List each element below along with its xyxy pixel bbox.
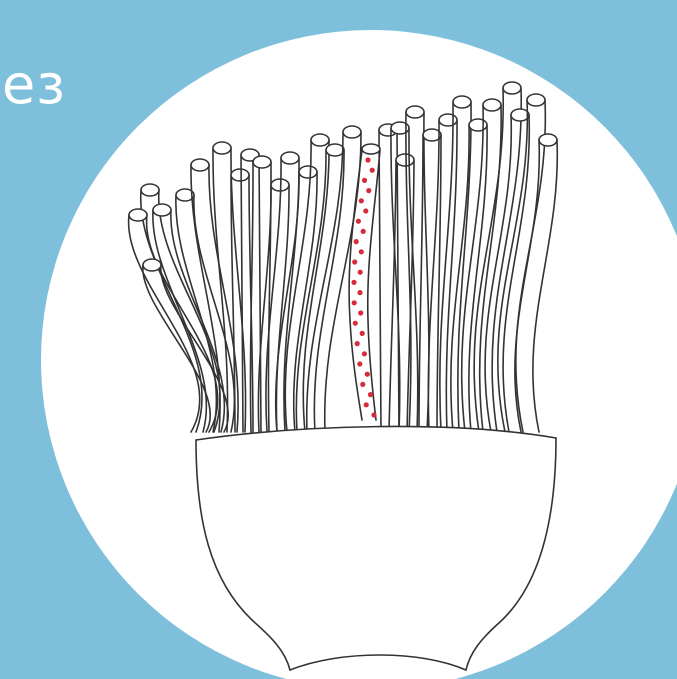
red-dot (359, 198, 364, 203)
bristle-tip (153, 204, 171, 216)
red-dot (370, 168, 375, 173)
bristle-tip (343, 126, 361, 138)
bristle-tip (539, 134, 557, 146)
red-dot (359, 249, 364, 254)
red-dot (358, 310, 363, 315)
bristle-tip (406, 106, 424, 118)
bristle-tip (396, 154, 414, 166)
red-dot (371, 412, 376, 417)
bristle-tip (439, 114, 457, 126)
red-dot (366, 188, 371, 193)
bristle-tip (503, 82, 521, 94)
red-dot (352, 300, 357, 305)
red-dot (356, 219, 361, 224)
red-dot (357, 290, 362, 295)
bristle-tip (527, 94, 545, 106)
red-dot (361, 229, 366, 234)
bristle-tip (143, 259, 161, 271)
red-dot (351, 280, 356, 285)
bristle-tip (299, 166, 317, 178)
bristle-tip (511, 109, 529, 121)
bristle-tip (453, 96, 471, 108)
red-dot (363, 208, 368, 213)
bristle-tip (191, 159, 209, 171)
bristle-tip (483, 99, 501, 111)
bristle-tip (326, 144, 344, 156)
red-dot (354, 239, 359, 244)
bristle-tip (281, 152, 299, 164)
bristle-tip (213, 142, 231, 154)
red-dot (362, 178, 367, 183)
red-dot (355, 341, 360, 346)
red-dot (362, 351, 367, 356)
red-dot (365, 157, 370, 162)
red-dot (357, 361, 362, 366)
red-dot (353, 321, 358, 326)
red-dot (352, 259, 357, 264)
bristle-tip (469, 119, 487, 131)
red-dot (364, 402, 369, 407)
red-dot (358, 270, 363, 275)
bristle-tip (129, 209, 147, 221)
red-dot (365, 372, 370, 377)
red-dot (368, 392, 373, 397)
bristle-tip (311, 134, 329, 146)
red-dot (360, 382, 365, 387)
bristle-tip (141, 184, 159, 196)
bristle-tip (253, 156, 271, 168)
bristle-tip (231, 169, 249, 181)
red-dot (360, 331, 365, 336)
